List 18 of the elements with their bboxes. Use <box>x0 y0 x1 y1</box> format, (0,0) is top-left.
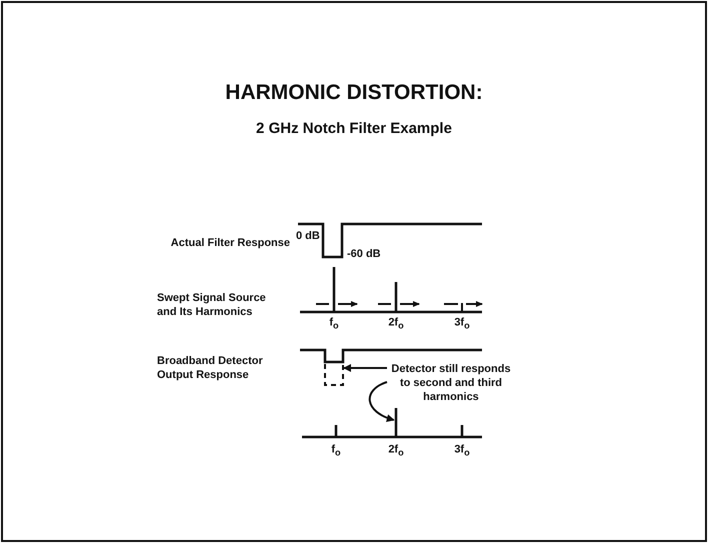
leader-arrow <box>343 364 387 372</box>
frequency-label: 2f$_{o}$ <box>388 442 404 460</box>
frequency-label: 3f$_{o}$ <box>454 442 470 460</box>
row-label: Swept Signal Source and Its Harmonics <box>157 291 267 319</box>
slide-subtitle: 2 GHz Notch Filter Example <box>256 120 452 138</box>
level-label: 0 dB <box>296 229 320 243</box>
row-label: Actual Filter Response <box>170 236 290 250</box>
frequency-label: f$_{o}$ <box>331 442 341 460</box>
harmonic-spike <box>394 408 398 437</box>
leader-arrow <box>368 381 395 422</box>
dashed-notch-outline <box>324 364 344 386</box>
frequency-label: f$_{o}$ <box>329 315 339 333</box>
row-label: Broadband Detector Output Response <box>157 354 264 382</box>
frequency-label: 3f$_{o}$ <box>454 315 470 333</box>
frequency-label: 2f$_{o}$ <box>388 315 404 333</box>
level-label: -60 dB <box>347 247 381 261</box>
slide-title: HARMONIC DISTORTION: <box>225 81 483 105</box>
callout-text: Detector still responds to second and third harmonics <box>387 362 515 404</box>
